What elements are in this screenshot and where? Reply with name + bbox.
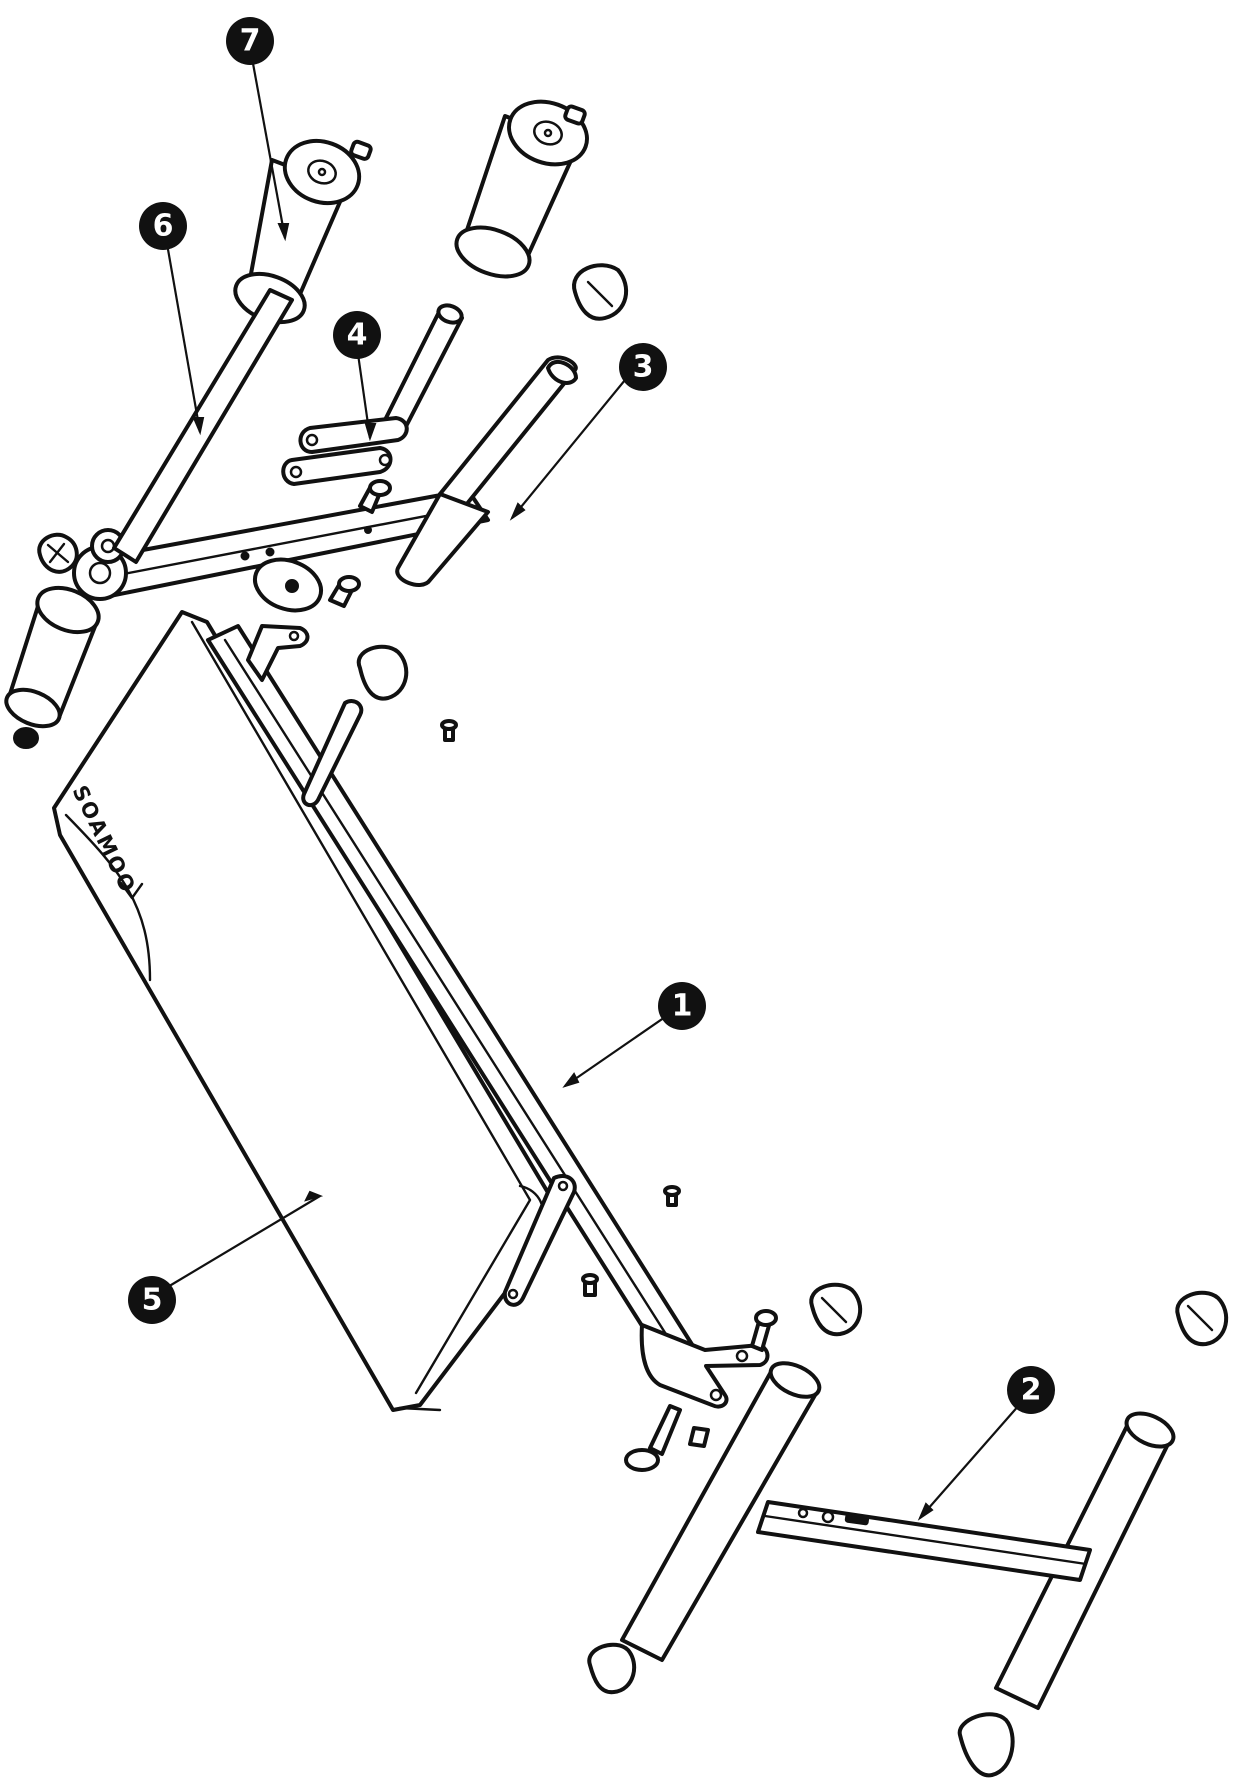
- long-bolt-rear: [624, 1404, 682, 1472]
- foam-roller-upper-right: [454, 99, 589, 279]
- foam-roller-upper-left: [233, 138, 373, 325]
- leader-line-7: [250, 57, 287, 239]
- end-cap-small: [13, 727, 39, 749]
- callout-6: 6: [139, 202, 187, 250]
- roller-bar: [112, 288, 464, 564]
- pin-front: [440, 719, 458, 742]
- leader-line-6: [164, 237, 202, 433]
- callout-5: 5: [128, 1276, 176, 1324]
- end-cap-rear-left: [587, 1642, 637, 1695]
- foam-roller-center: [253, 557, 323, 613]
- leader-line-2: [919, 1403, 1021, 1519]
- front-upright: [37, 355, 578, 601]
- callout-2-label: 2: [1021, 1373, 1042, 1408]
- callout-4-label: 4: [347, 318, 368, 353]
- bolt-front-lower: [328, 575, 361, 608]
- leader-line-3: [511, 379, 626, 519]
- callout-5-label: 5: [142, 1283, 163, 1318]
- callout-2: 2: [1007, 1366, 1055, 1414]
- end-cap-upper-right: [572, 263, 628, 321]
- leader-lines: [164, 57, 1021, 1521]
- callout-3-label: 3: [633, 350, 654, 385]
- callout-3: 3: [619, 343, 667, 391]
- callout-1-label: 1: [672, 989, 693, 1024]
- callout-7: 7: [226, 17, 274, 65]
- pin-rear: [581, 1273, 599, 1297]
- end-cap-rear-right: [1175, 1290, 1229, 1347]
- rear-base: [620, 1361, 1176, 1710]
- end-cap-middle: [809, 1282, 863, 1337]
- callout-4: 4: [333, 311, 381, 359]
- foam-roller-lower-left: [4, 585, 101, 729]
- main-frame: [206, 624, 770, 1409]
- bolt-front-upper: [358, 479, 392, 514]
- nut-rear: [688, 1426, 710, 1448]
- leader-line-1: [564, 1014, 669, 1087]
- callout-1: 1: [658, 982, 706, 1030]
- bolt-rear: [750, 1309, 778, 1352]
- end-cap-bottom: [957, 1712, 1015, 1778]
- callout-7-label: 7: [240, 24, 261, 59]
- callout-6-label: 6: [153, 209, 174, 244]
- pin-middle: [663, 1185, 681, 1207]
- leader-line-5: [165, 1195, 321, 1289]
- end-cap-front-left: [356, 644, 409, 701]
- adjustment-knob: [37, 532, 79, 574]
- mounting-plates: [281, 416, 409, 486]
